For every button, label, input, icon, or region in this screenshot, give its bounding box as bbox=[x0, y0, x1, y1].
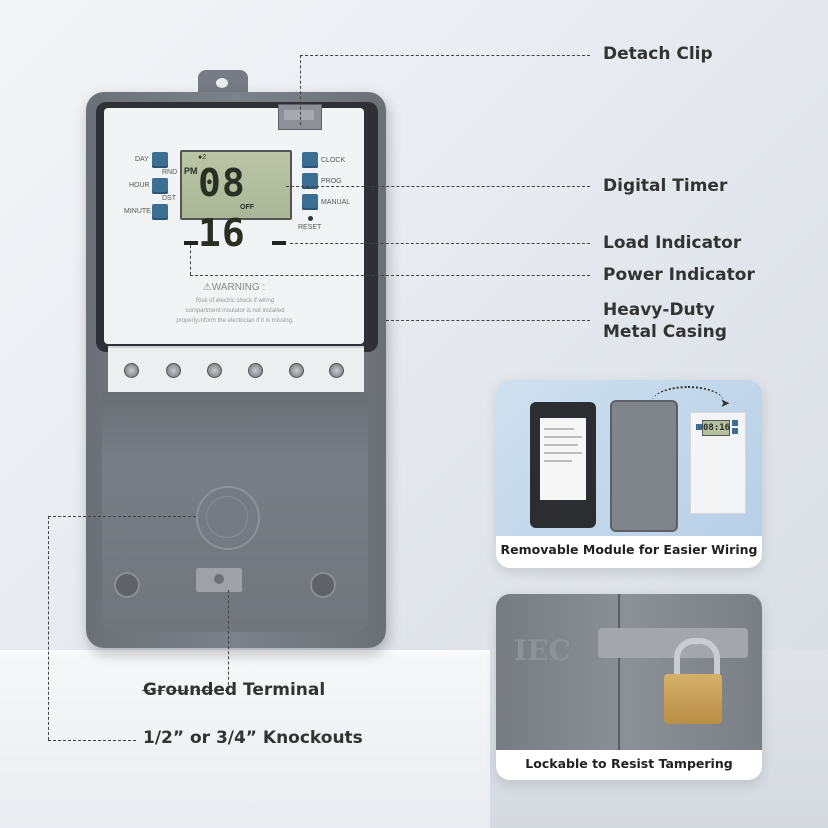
hour-label: HOUR bbox=[129, 182, 150, 189]
hanging-hole bbox=[216, 78, 228, 88]
leader-line bbox=[300, 55, 590, 56]
lcd-status: OFF bbox=[240, 204, 254, 211]
mounting-hole bbox=[310, 572, 336, 598]
warning-line: properly,inform the electrician if it is… bbox=[176, 318, 294, 324]
lcd-indicator: ●2 bbox=[198, 154, 207, 161]
label-line bbox=[544, 444, 578, 446]
inset-caption-lockable: Lockable to Resist Tampering bbox=[525, 756, 733, 771]
callout-load-indicator: Load Indicator bbox=[603, 233, 742, 253]
inset-photo bbox=[496, 594, 762, 750]
label-line bbox=[544, 460, 572, 462]
leader-line bbox=[228, 590, 229, 690]
manual-button[interactable] bbox=[302, 194, 318, 210]
callout-knockouts: 1/2” or 3/4” Knockouts bbox=[143, 728, 363, 748]
detach-clip-inner bbox=[284, 110, 314, 120]
leader-line bbox=[142, 690, 228, 691]
terminal-screw bbox=[166, 363, 181, 378]
power-indicator-led bbox=[184, 241, 198, 245]
warning-text: Risk of electric shock if wiring compart… bbox=[150, 296, 320, 326]
callout-metal-casing-line1: Heavy-Duty bbox=[603, 300, 715, 320]
manual-label: MANUAL bbox=[321, 199, 351, 206]
warning-line: Risk of electric shock if wiring bbox=[195, 298, 275, 304]
mini-button bbox=[696, 424, 702, 430]
lock-hasp bbox=[598, 628, 748, 658]
minute-label: MINUTE bbox=[124, 208, 151, 215]
padlock-icon bbox=[664, 674, 722, 724]
terminal-screw bbox=[329, 363, 344, 378]
terminal-strip bbox=[108, 346, 364, 394]
terminal-screw bbox=[248, 363, 263, 378]
day-button[interactable] bbox=[152, 152, 168, 168]
mini-lcd: 08:16 bbox=[702, 420, 730, 436]
dst-label: DST bbox=[162, 195, 176, 202]
padlock-shackle bbox=[674, 638, 720, 684]
removal-arrow bbox=[652, 386, 724, 418]
lcd-ampm: PM bbox=[184, 166, 198, 176]
mounting-hole bbox=[114, 572, 140, 598]
callout-grounded-terminal: Grounded Terminal bbox=[143, 680, 326, 700]
leader-line bbox=[300, 55, 301, 125]
knockout-inner-ring bbox=[206, 496, 248, 538]
reset-label: RESET bbox=[298, 224, 322, 231]
prog-button[interactable] bbox=[302, 173, 318, 189]
label-line bbox=[544, 428, 574, 430]
mini-button bbox=[732, 428, 738, 434]
rnd-label: RND bbox=[162, 169, 178, 176]
terminal-screw bbox=[289, 363, 304, 378]
pedestal-edge bbox=[0, 650, 490, 654]
leader-line bbox=[190, 275, 590, 276]
pedestal bbox=[0, 650, 490, 828]
mini-button bbox=[732, 420, 738, 426]
callout-detach-clip: Detach Clip bbox=[603, 44, 713, 64]
day-label: DAY bbox=[135, 156, 149, 163]
callout-power-indicator: Power Indicator bbox=[603, 265, 755, 285]
hour-button[interactable] bbox=[152, 178, 168, 194]
terminal-screw bbox=[124, 363, 139, 378]
arrow-head-icon: ➤ bbox=[720, 396, 731, 410]
label-line bbox=[544, 436, 582, 438]
cover-label bbox=[540, 418, 586, 500]
minute-button[interactable] bbox=[152, 204, 168, 220]
callout-metal-casing-line2: Metal Casing bbox=[603, 322, 727, 342]
leader-line bbox=[48, 516, 49, 740]
ground-screw bbox=[214, 574, 224, 584]
inset-caption-removable: Removable Module for Easier Wiring bbox=[500, 542, 758, 557]
inset-removable-module: ➤ 08:16 Removable Module for Easier Wiri… bbox=[496, 380, 762, 568]
lcd-display bbox=[180, 150, 292, 220]
lcd-time: 08 16 bbox=[198, 161, 246, 255]
callout-digital-timer: Digital Timer bbox=[603, 176, 728, 196]
embossed-text: IEC bbox=[514, 634, 571, 667]
casing-seam bbox=[618, 594, 620, 750]
leader-line bbox=[286, 186, 590, 187]
label-line bbox=[544, 452, 582, 454]
open-casing bbox=[610, 400, 678, 532]
warning-title: ⚠WARNING : bbox=[202, 282, 266, 293]
inset-lockable: IEC Lockable to Resist Tampering bbox=[496, 594, 762, 780]
leader-line bbox=[48, 516, 196, 517]
terminal-screw bbox=[207, 363, 222, 378]
clock-label: CLOCK bbox=[321, 157, 346, 164]
reset-button[interactable] bbox=[308, 216, 313, 221]
clock-button[interactable] bbox=[302, 152, 318, 168]
leader-line bbox=[190, 245, 191, 275]
load-indicator-led bbox=[272, 241, 286, 245]
leader-line bbox=[48, 740, 136, 741]
warning-line: compartment insulator is not installed bbox=[185, 308, 285, 314]
prog-label: PROG bbox=[321, 178, 342, 185]
timer-module bbox=[104, 108, 364, 344]
leader-line bbox=[386, 320, 590, 321]
leader-line bbox=[290, 243, 590, 244]
